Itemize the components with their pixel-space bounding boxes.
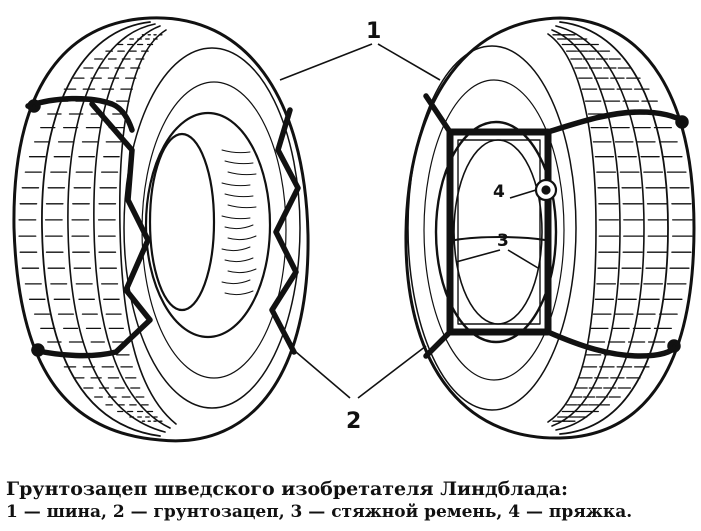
- left-tread-line: [67, 23, 166, 433]
- leader-strap-left: [455, 249, 501, 263]
- left-chain-link: [31, 343, 45, 357]
- rim-shade-mark: [221, 279, 251, 285]
- right-traction-chain: [423, 93, 689, 359]
- leader-buckle: [509, 189, 537, 199]
- tie-strap-frame-inner: [457, 139, 541, 325]
- buckle-pin: [541, 185, 551, 195]
- callout-tire: 1: [366, 19, 381, 44]
- left-chain-top-strap: [25, 95, 135, 133]
- rim-shade-mark: [224, 193, 254, 198]
- left-chain-cross: [89, 101, 153, 355]
- leader-lines: [279, 43, 539, 399]
- left-chain-link: [27, 99, 41, 113]
- right-tread-line: [547, 33, 597, 423]
- right-sidewall-ring: [407, 45, 577, 411]
- left-tread-line: [93, 25, 171, 429]
- rim-shade-mark: [221, 246, 251, 252]
- left-tread-line: [41, 21, 161, 437]
- left-traction-chain: [25, 95, 301, 359]
- right-chain-top-strap: [545, 109, 687, 135]
- rim-shade-mark: [227, 171, 257, 176]
- leader-chain-left: [295, 351, 351, 399]
- leader-strap-right: [507, 249, 539, 269]
- right-tread-line: [559, 21, 669, 435]
- right-chain-bottom-strap: [545, 329, 679, 359]
- right-rim-outer: [434, 120, 558, 344]
- leader-chain-right: [357, 345, 427, 399]
- callout-traction-chain: 2: [346, 409, 361, 434]
- tire-diagram: 1 2 3 4: [12, 16, 696, 443]
- rim-shade-mark: [221, 182, 251, 187]
- rim-shade-mark: [227, 268, 257, 274]
- right-chain-left-top: [423, 93, 453, 135]
- rim-shade-mark: [221, 149, 251, 154]
- tie-strap-cross: [454, 236, 546, 241]
- right-chain-link: [667, 339, 681, 353]
- right-chain-link: [675, 115, 689, 129]
- rim-shade-mark: [224, 290, 254, 296]
- caption-legend: 1 — шина, 2 — грунтозацеп, 3 — стяжной р…: [6, 502, 633, 522]
- leader-tire-left: [279, 43, 373, 81]
- left-tire: [12, 16, 310, 443]
- left-chain-sidewall: [269, 107, 301, 355]
- rim-shade-mark: [221, 215, 251, 220]
- figure-caption: Грунтозацеп шведского изобретателя Линдб…: [6, 478, 696, 524]
- left-rim-inner: [148, 132, 216, 312]
- rim-shade-mark: [224, 160, 254, 165]
- left-tread-line: [118, 29, 177, 425]
- left-sidewall-ring: [123, 47, 301, 409]
- leader-tire-right: [377, 43, 441, 81]
- right-chain-left-bottom: [423, 329, 453, 359]
- caption-title: Грунтозацеп шведского изобретателя Линдб…: [6, 478, 569, 500]
- callout-buckle: 4: [493, 182, 505, 202]
- rim-shade-mark: [224, 257, 254, 263]
- right-tread-hatch: [552, 34, 693, 422]
- right-tread-line: [551, 29, 621, 427]
- rim-shade-mark: [227, 235, 257, 241]
- right-sidewall-ring: [423, 79, 565, 381]
- buckle: [534, 178, 558, 202]
- rim-shade-mark: [224, 224, 254, 230]
- left-rim-outer: [144, 111, 272, 339]
- callout-tie-strap: 3: [497, 231, 509, 251]
- left-rim-shading: [221, 149, 257, 296]
- rim-shade-mark: [227, 204, 257, 209]
- left-tread-hatch: [18, 34, 163, 422]
- right-tread-line: [555, 25, 645, 431]
- left-chain-bottom-strap: [31, 347, 119, 359]
